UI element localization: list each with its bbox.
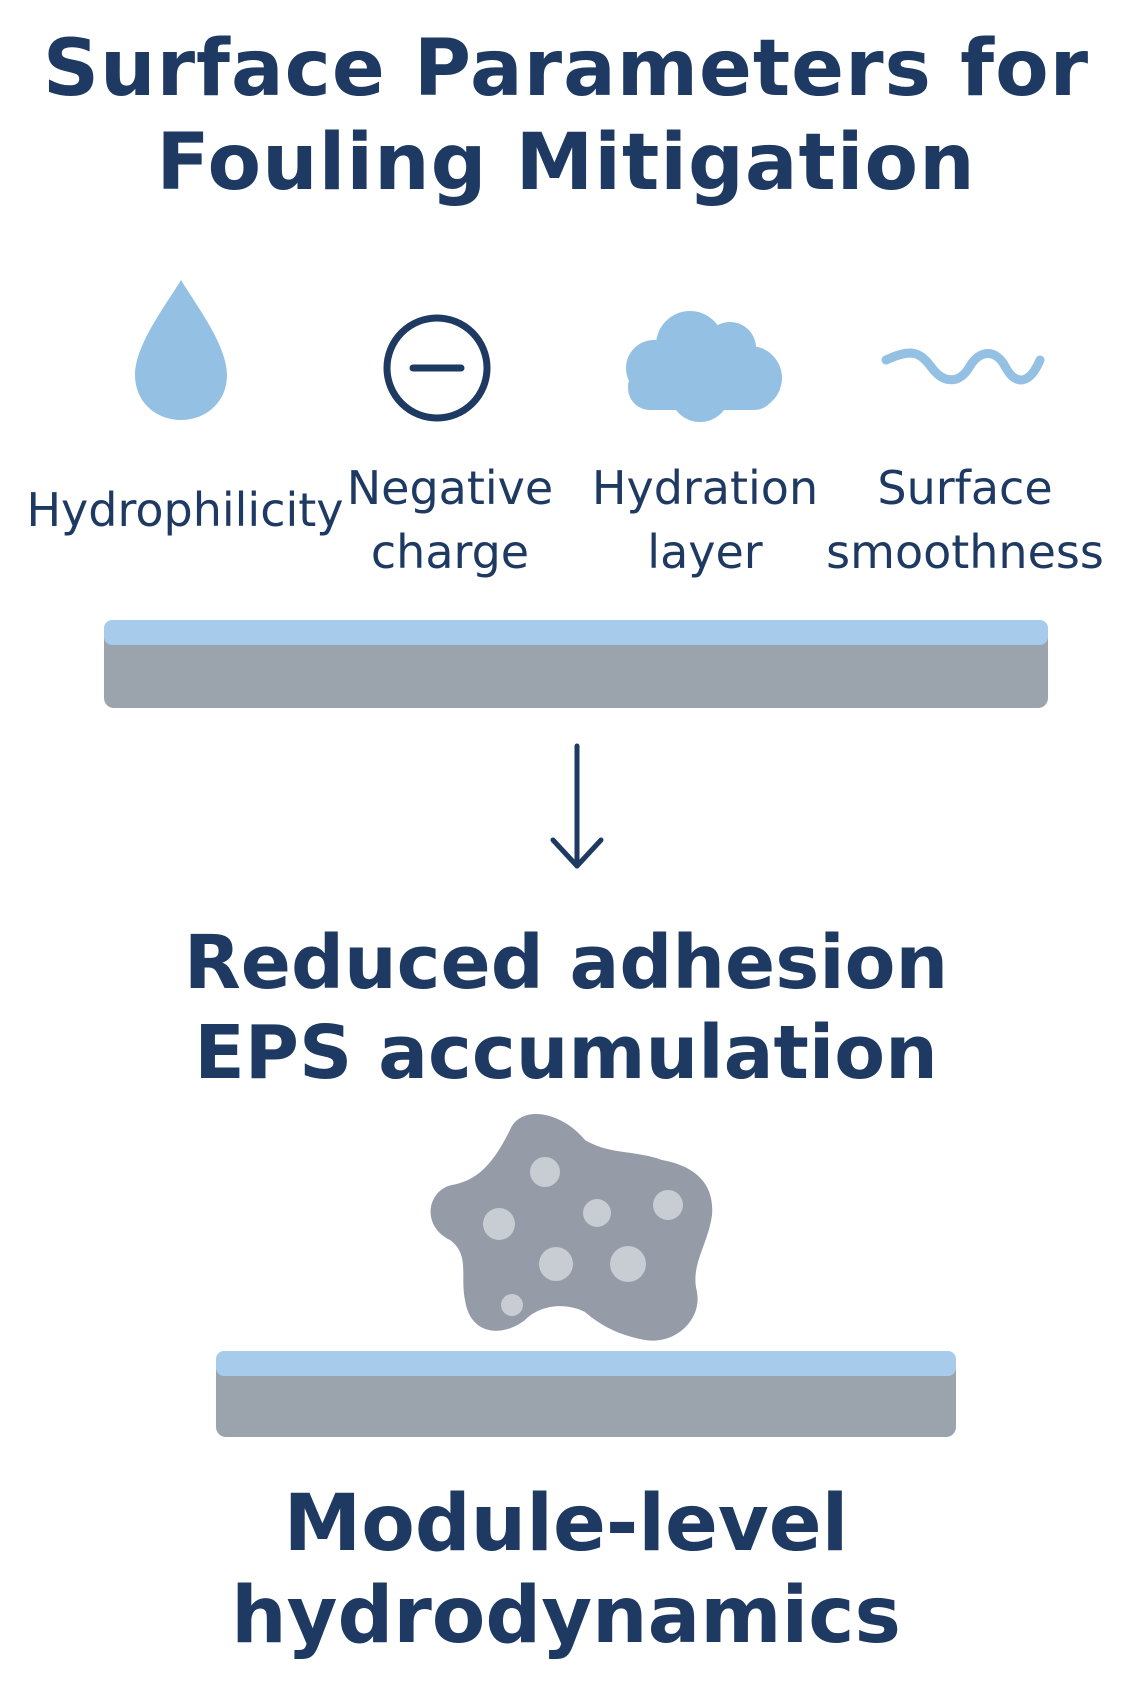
- result-text: Reduced adhesion EPS accumulation: [0, 918, 1132, 1098]
- foulant-particle: [530, 1157, 560, 1187]
- foulant-cluster: [430, 1113, 713, 1341]
- foulant-particle: [539, 1247, 573, 1281]
- down-arrow-icon: [550, 743, 604, 869]
- label-negative-charge: Negative charge: [346, 461, 554, 579]
- foulant-particle: [501, 1294, 523, 1316]
- foulant-blob: [430, 1113, 713, 1341]
- module-line-2: hydrodynamics: [231, 1571, 901, 1661]
- wave-icon: [881, 348, 1045, 385]
- foulant-particle: [653, 1190, 683, 1220]
- result-line-1: Reduced adhesion: [183, 920, 949, 1006]
- result-line-2: EPS accumulation: [194, 1010, 938, 1096]
- label-hydrophilicity: Hydrophilicity: [26, 483, 344, 537]
- page-title: Surface Parameters for Fouling Mitigatio…: [0, 22, 1132, 210]
- foulant-particle: [610, 1246, 646, 1282]
- label-hydration-layer: Hydration layer: [591, 461, 819, 579]
- module-line-1: Module-level: [283, 1479, 849, 1569]
- foulant-particle: [583, 1199, 611, 1227]
- cloud-icon: [626, 311, 782, 422]
- membrane-lower: [216, 1351, 956, 1437]
- foulant-particle: [483, 1208, 515, 1240]
- label-surface-smoothness: Surface smoothness: [826, 461, 1104, 579]
- minus-circle-icon: [383, 314, 491, 422]
- membrane-upper: [104, 620, 1048, 708]
- title-line-1: Surface Parameters for: [42, 24, 1090, 114]
- title-line-2: Fouling Mitigation: [156, 118, 976, 208]
- water-drop-icon: [135, 280, 227, 420]
- module-text: Module-level hydrodynamics: [0, 1478, 1132, 1662]
